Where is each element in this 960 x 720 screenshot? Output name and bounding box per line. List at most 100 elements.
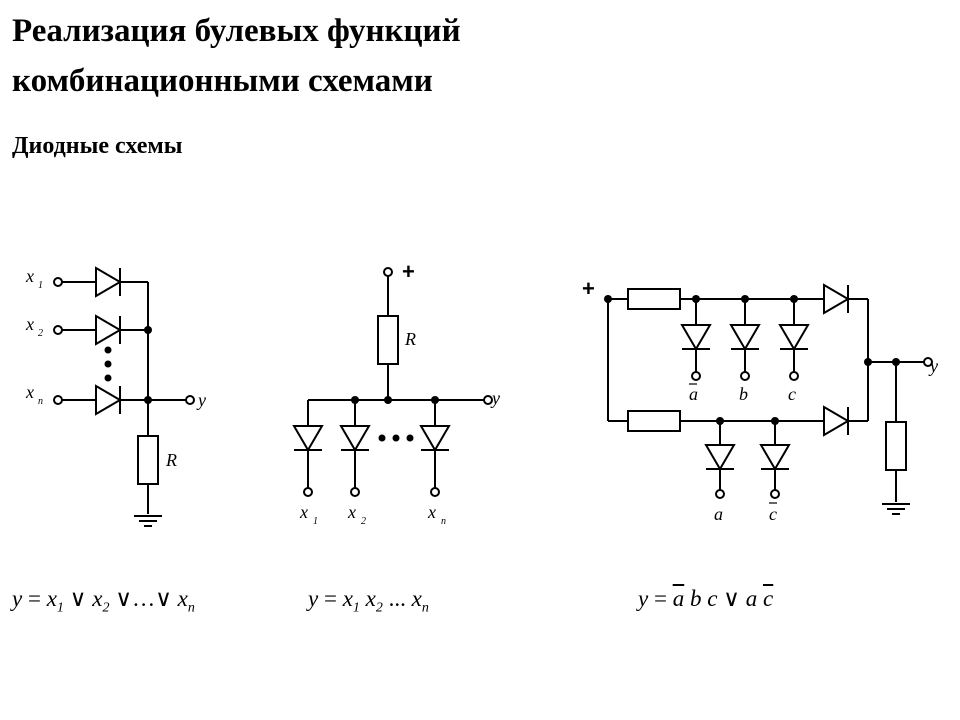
formula-var: x: [342, 586, 353, 611]
junction: [892, 358, 900, 366]
formula-var: b: [689, 586, 702, 611]
junction: [741, 295, 749, 303]
input-terminal: [691, 371, 701, 381]
input-terminal: [430, 487, 440, 497]
formula-op: ∨: [155, 586, 172, 611]
input-label: a: [714, 504, 723, 524]
formula-op: ∨: [115, 586, 133, 611]
formula-op: ∨: [723, 586, 741, 611]
output-label: y: [490, 388, 500, 408]
input-label: a: [689, 384, 698, 404]
input-index: 1: [38, 280, 43, 291]
diode: [293, 425, 323, 451]
formula-var: x: [365, 586, 376, 611]
ellipsis-dot: [392, 434, 400, 442]
input-terminal: [53, 325, 63, 335]
formula-ellipsis: ...: [388, 586, 406, 611]
ground-symbol: [881, 503, 911, 515]
input-label: c: [788, 384, 796, 404]
formula-op: =: [653, 586, 667, 611]
formula-index: 2: [375, 600, 383, 616]
output-label: y: [196, 390, 206, 410]
diode: [823, 284, 849, 314]
formula-op: =: [323, 586, 337, 611]
input-label: x: [427, 502, 436, 522]
ellipsis-dot: [378, 434, 386, 442]
output-terminal: [483, 395, 493, 405]
title-line-1: Реализация булевых функций: [12, 13, 461, 49]
diode: [823, 406, 849, 436]
diode: [730, 324, 760, 350]
input-index: 1: [313, 516, 318, 527]
junction: [431, 396, 439, 404]
output-terminal: [185, 395, 195, 405]
formula-var: y: [308, 586, 319, 611]
circuit-or: [62, 281, 186, 514]
formula-and: y = x1 x2 ... xn: [308, 586, 429, 617]
input-terminal: [789, 371, 799, 381]
circuit-combo-parts: + y a b c a c: [582, 276, 938, 524]
formula-index: 1: [352, 600, 360, 616]
input-label: x: [25, 266, 34, 286]
junction: [864, 358, 872, 366]
ellipsis-dot: [104, 374, 112, 382]
input-terminal: [770, 489, 780, 499]
formula-combo: y = a b c ∨ a c: [638, 586, 773, 612]
input-label: b: [739, 384, 748, 404]
junction: [692, 295, 700, 303]
circuit-and-parts: + R y x 1 x 2 x n: [293, 259, 500, 527]
input-terminal: [350, 487, 360, 497]
formula-var: x: [46, 586, 57, 611]
circuit-or-parts: x 1 x 2 x n y R: [25, 266, 206, 527]
resistor-label: R: [404, 329, 416, 349]
formula-var: a: [745, 586, 758, 611]
input-terminal: [715, 489, 725, 499]
ellipsis-dot: [406, 434, 414, 442]
diode: [760, 444, 790, 470]
slide-subtitle: Диодные схемы: [12, 133, 183, 159]
ground-symbol: [133, 515, 163, 527]
input-index: n: [38, 396, 43, 407]
junction: [771, 417, 779, 425]
title-line-2: комбинационными схемами: [12, 63, 433, 99]
formula-var-negated: a: [672, 586, 685, 611]
input-label: x: [25, 314, 34, 334]
formula-index: n: [421, 600, 429, 616]
diode: [95, 267, 121, 297]
junction: [144, 326, 152, 334]
junction: [604, 295, 612, 303]
formula-var: x: [177, 586, 188, 611]
input-terminal: [740, 371, 750, 381]
formula-index: 1: [56, 600, 64, 616]
diode: [779, 324, 809, 350]
junction: [384, 396, 392, 404]
formula-var: c: [707, 586, 718, 611]
input-terminal: [53, 395, 63, 405]
formula-index: n: [187, 600, 195, 616]
formula-var: x: [411, 586, 422, 611]
junction: [716, 417, 724, 425]
diode: [420, 425, 450, 451]
input-label: x: [299, 502, 308, 522]
input-label: c: [769, 504, 777, 524]
input-index: 2: [361, 516, 366, 527]
resistor-label: R: [165, 450, 177, 470]
supply-label: +: [582, 276, 595, 301]
diode: [705, 444, 735, 470]
junction: [351, 396, 359, 404]
formula-op: =: [27, 586, 41, 611]
input-index: n: [441, 516, 446, 527]
input-label: x: [347, 502, 356, 522]
output-label: y: [928, 356, 938, 376]
diode: [95, 385, 121, 415]
diode: [681, 324, 711, 350]
diode: [340, 425, 370, 451]
slide-title: Реализация булевых функций комбинационны…: [12, 6, 461, 106]
ellipsis-dot: [104, 346, 112, 354]
output-terminal: [923, 357, 933, 367]
junction: [790, 295, 798, 303]
diode: [95, 315, 121, 345]
circuit-and: [307, 276, 484, 488]
formula-ellipsis: …: [132, 586, 156, 611]
